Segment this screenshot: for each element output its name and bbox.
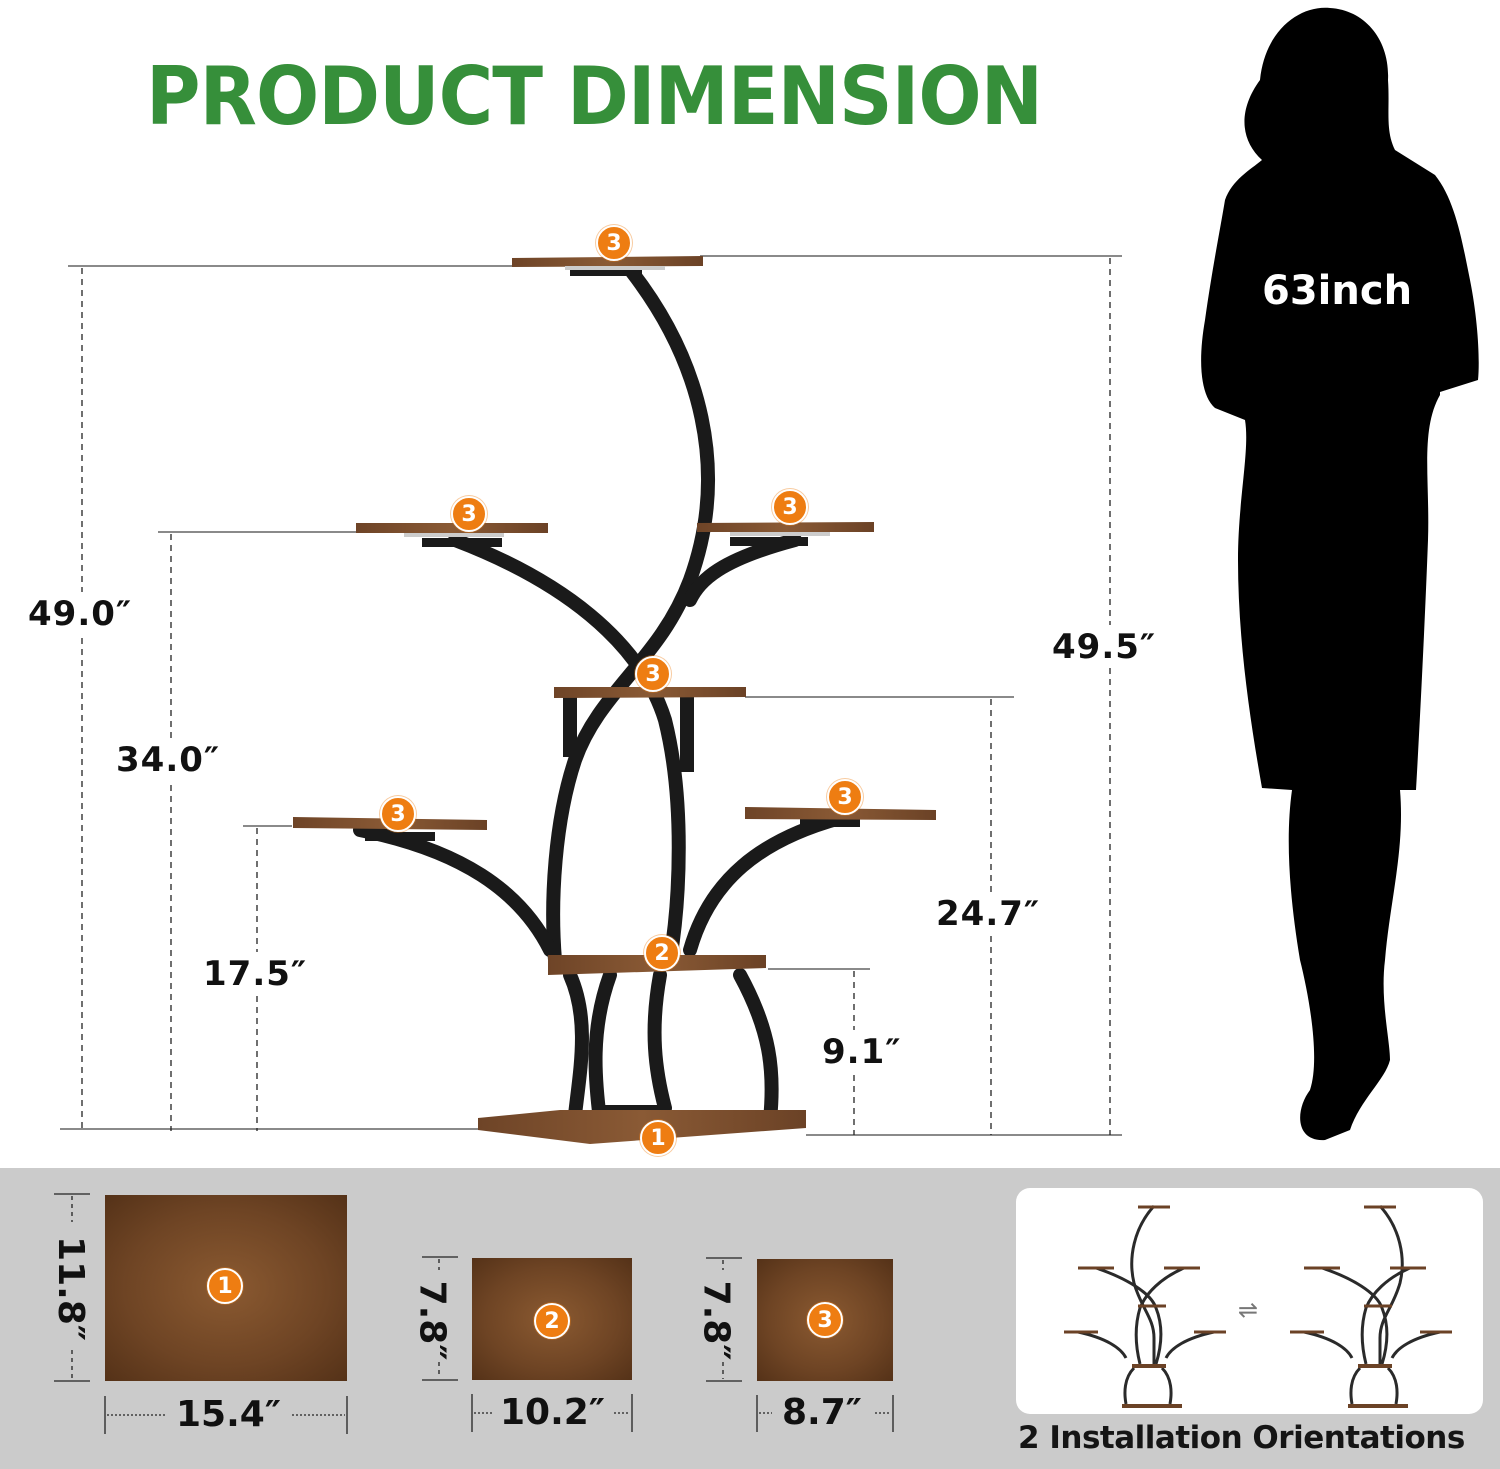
shelf-badge-lower-left: 3: [380, 796, 416, 832]
panel-1-width: 15.4″: [176, 1394, 281, 1435]
shelf-badge-middle: 3: [635, 656, 671, 692]
dashed-dimension-lines: [81, 258, 1111, 1135]
shelf-badge-top: 3: [596, 225, 632, 261]
height-lower-side-shelves: 17.5″: [203, 954, 308, 994]
shelf-badge-upper-right: 3: [772, 489, 808, 525]
panel-2-depth: 7.8″: [411, 1280, 453, 1361]
orientation-card: ⇌: [1016, 1188, 1483, 1414]
panel-2-width: 10.2″: [500, 1392, 605, 1433]
shelves: [293, 256, 936, 1144]
shelf-middle: [554, 687, 746, 698]
height-second-shelf: 9.1″: [822, 1032, 902, 1072]
shelf-badge-second: 2: [644, 935, 680, 971]
shelf-top: [512, 256, 703, 267]
page-title: PRODUCT DIMENSION: [146, 50, 1043, 143]
panel-badge-1: 1: [207, 1268, 243, 1304]
height-middle-shelf: 24.7″: [936, 894, 1041, 934]
panel-badge-3: 3: [807, 1302, 843, 1338]
shelf-badge-upper-left: 3: [451, 496, 487, 532]
shelf-badge-lower-right: 3: [827, 779, 863, 815]
panel-1-depth: 11.8″: [49, 1236, 91, 1341]
panel-3-width: 8.7″: [782, 1392, 862, 1433]
orientation-caption: 2 Installation Orientations: [1018, 1420, 1465, 1456]
height-upper-side-shelves: 34.0″: [116, 740, 221, 780]
height-overall-left: 49.0″: [28, 594, 133, 634]
dimension-guides: [60, 255, 1122, 1136]
shelf-upper-left: [356, 523, 548, 533]
shelf-badge-base: 1: [640, 1120, 676, 1156]
orientation-diagrams: [1064, 1204, 1452, 1408]
stand-orientation-a-icon: [1064, 1204, 1226, 1408]
height-overall-right: 49.5″: [1052, 627, 1157, 667]
person-height-label: 63inch: [1262, 268, 1413, 314]
woman-silhouette-icon: [1201, 7, 1479, 1141]
panel-3-depth: 7.8″: [695, 1280, 737, 1361]
panel-badge-2: 2: [534, 1303, 570, 1339]
shelf-base: [478, 1110, 806, 1144]
swap-arrows-icon: ⇌: [1238, 1296, 1259, 1324]
shelf-brackets: [365, 266, 860, 841]
shelf-upper-right: [697, 522, 874, 532]
stand-orientation-b-icon: [1290, 1204, 1452, 1408]
